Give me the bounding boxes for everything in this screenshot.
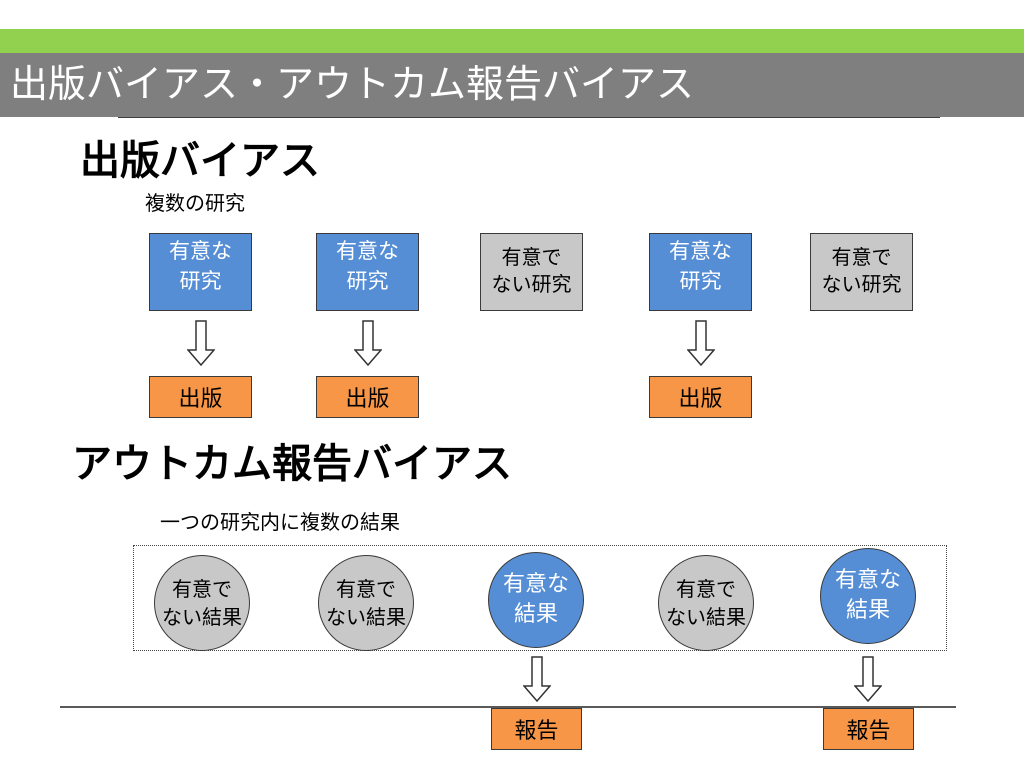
- result-circle-4: 有意で ない結果: [658, 555, 754, 651]
- title-underline: [118, 117, 940, 118]
- publication-bias-subtitle: 複数の研究: [145, 191, 245, 215]
- bottom-divider: [60, 706, 956, 708]
- down-arrow-icon: [523, 656, 551, 702]
- study-box-2: 有意な 研究: [316, 233, 419, 311]
- outcome-reporting-bias-heading: アウトカム報告バイアス: [72, 441, 512, 487]
- result-circle-5: 有意な 結果: [820, 548, 916, 644]
- published-box-1: 出版: [149, 376, 252, 418]
- result-circle-2: 有意で ない結果: [318, 555, 414, 651]
- single-study-frame: [133, 545, 947, 651]
- down-arrow-icon: [687, 320, 715, 366]
- result-circle-3: 有意な 結果: [488, 552, 584, 648]
- slide-title: 出版バイアス・アウトカム報告バイアス: [0, 53, 1024, 117]
- top-accent-bar: [0, 29, 1024, 53]
- reported-box-1: 報告: [491, 708, 582, 750]
- down-arrow-icon: [854, 656, 882, 702]
- published-box-2: 出版: [316, 376, 419, 418]
- outcome-reporting-bias-subtitle: 一つの研究内に複数の結果: [160, 510, 400, 534]
- down-arrow-icon: [187, 320, 215, 366]
- published-box-3: 出版: [649, 376, 752, 418]
- result-circle-1: 有意で ない結果: [154, 555, 250, 651]
- down-arrow-icon: [354, 320, 382, 366]
- study-box-1: 有意な 研究: [149, 233, 252, 311]
- publication-bias-heading: 出版バイアス: [80, 138, 320, 184]
- reported-box-2: 報告: [823, 708, 914, 750]
- study-box-3: 有意で ない研究: [480, 233, 583, 311]
- study-box-4: 有意な 研究: [649, 233, 752, 311]
- study-box-5: 有意で ない研究: [810, 233, 913, 311]
